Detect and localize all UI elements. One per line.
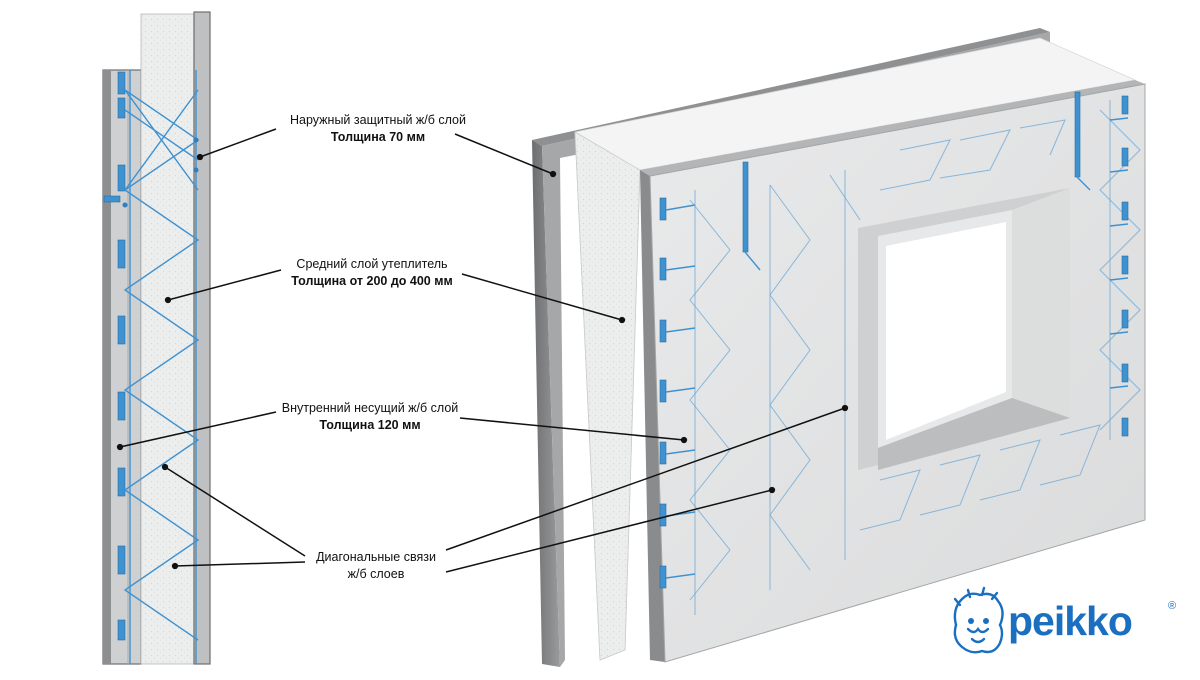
window-reveal-right [1012,188,1070,418]
label-outer-layer-thickness: Толщина 70 мм [330,130,426,144]
window-reveal-bottom [878,398,1070,470]
label-inner-layer-thickness: Толщина 120 мм [319,418,421,432]
leader-ties-right-2 [445,489,773,573]
panel-inner-top-edge [640,80,1145,176]
panel-inner-side [640,170,665,662]
panel-diagonal-ties [689,100,1141,615]
label-outer-layer-title: Наружный защитный ж/б слой [290,113,466,127]
leader-outer-left [199,128,277,158]
window-opening [858,188,1070,470]
label-diagonal-ties: Диагональные связи ж/б слоев [246,549,506,583]
leader-middle-right [461,273,623,321]
logo-wordmark: peikko [1008,598,1133,644]
panel-outer-side [532,140,560,667]
leader-inner-right [459,417,685,441]
panel-insulation-side [574,131,641,661]
panel-sleeves [659,91,1129,589]
label-diagonal-ties-line2: ж/б слоев [347,567,405,581]
label-inner-layer-title: Внутренний несущий ж/б слой [281,401,459,415]
section-insulation-layer [140,13,197,665]
label-middle-layer: Средний слой утеплитель Толщина от 200 д… [242,256,502,290]
label-middle-layer-title: Средний слой утеплитель [296,257,448,271]
leader-inner-left [119,411,277,448]
logo-registered-mark: ® [1168,600,1177,612]
leader-ties-left-1 [164,466,306,557]
panel-3d-view [532,28,1146,667]
window-glass [886,222,1006,440]
section-sleeves [103,71,126,641]
label-diagonal-ties-line1: Диагональные связи [316,550,436,564]
section-inner-layer-edge [103,70,111,664]
mascot-head-icon [953,586,1004,654]
section-view [102,11,211,665]
label-inner-layer: Внутренний несущий ж/б слой Толщина 120 … [240,400,500,434]
leader-ties-right-1 [445,407,846,551]
leader-lines [116,128,849,573]
label-outer-layer: Наружный защитный ж/б слой Толщина 70 мм [248,112,508,146]
section-anchor-dots [122,137,199,208]
leader-middle-left [167,269,282,301]
label-middle-layer-thickness: Толщина от 200 до 400 мм [291,274,453,288]
leader-ties-left-2 [174,561,306,567]
leader-outer-right [454,133,554,175]
